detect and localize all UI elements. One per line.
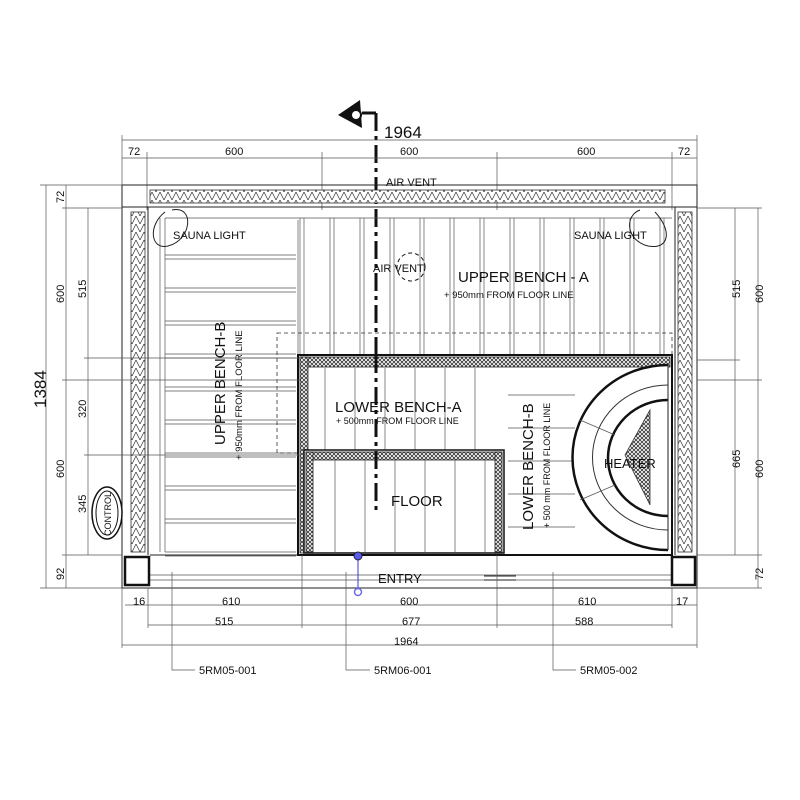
- dim-left-2: 600: [55, 460, 67, 478]
- ref-0: 5RM05-001: [199, 665, 256, 677]
- label-upper-bench-b-height: + 950mm FROM FLOOR LINE: [234, 330, 245, 460]
- ref-2: 5RM05-002: [580, 665, 637, 677]
- label-floor: FLOOR: [391, 493, 443, 510]
- dim-left-0: 72: [55, 191, 67, 203]
- door-handle-icon: [484, 575, 516, 581]
- dim-bottom-r2-0: 515: [215, 616, 233, 628]
- dim-bottom-r2-1: 677: [402, 616, 420, 628]
- dim-right-2: 72: [754, 568, 766, 580]
- dim-top-1: 600: [225, 146, 243, 158]
- dim-top-4: 72: [678, 146, 690, 158]
- dim-bottom-3: 610: [578, 596, 596, 608]
- dim-bottom-4: 17: [676, 596, 688, 608]
- dim-right-1: 600: [754, 460, 766, 478]
- lower-bench-b-slats: [508, 394, 575, 528]
- label-entry: ENTRY: [378, 571, 422, 586]
- label-lower-bench-a-height: + 500mm FROM FLOOR LINE: [336, 416, 459, 426]
- label-upper-bench-a-height: + 950mm FROM FLOOR LINE: [444, 290, 574, 301]
- dim-top-0: 72: [128, 146, 140, 158]
- post-left: [123, 555, 151, 587]
- label-air-vent-ceiling: AIR VENT: [373, 263, 424, 275]
- upper-bench-a-slats: [299, 218, 665, 355]
- post-right: [670, 555, 697, 587]
- label-lower-bench-a: LOWER BENCH-A: [335, 399, 462, 416]
- dim-overall-height: 1384: [31, 370, 50, 408]
- floor-area: FLOOR: [303, 449, 505, 554]
- bottom-dimensions: 16 610 600 610 17 515 677 588 1964: [121, 555, 698, 648]
- dim-top-3: 600: [577, 146, 595, 158]
- dim-top-2: 600: [400, 146, 418, 158]
- dim-right-inner-0: 515: [731, 280, 743, 298]
- left-dimensions: 1384 72 600 600 92 515 320 345: [31, 184, 300, 589]
- dim-left-inner-0: 515: [77, 280, 89, 298]
- label-upper-bench-a: UPPER BENCH - A: [458, 269, 589, 286]
- heater: HEATER: [571, 363, 669, 552]
- right-wall-insulation: [677, 211, 693, 553]
- dim-right-0: 600: [754, 285, 766, 303]
- air-vent-icon: [396, 252, 426, 282]
- selection-handle-bottom[interactable]: [353, 587, 363, 597]
- references: 5RM05-001 5RM06-001 5RM05-002: [171, 572, 637, 677]
- dim-bottom-2: 600: [400, 596, 418, 608]
- dim-bottom-overall: 1964: [394, 636, 418, 648]
- sauna-light-right-icon: [629, 209, 667, 247]
- dim-bottom-0: 16: [133, 596, 145, 608]
- label-upper-bench-b: UPPER BENCH-B: [212, 322, 229, 445]
- label-lower-bench-b-height: + 500 mm FROM FLOOR LINE: [542, 403, 552, 528]
- top-wall-insulation: [149, 189, 666, 204]
- dim-right-inner-1: 665: [731, 450, 743, 468]
- section-overall-dim: 1964: [384, 123, 422, 142]
- label-heater: HEATER: [604, 456, 656, 471]
- label-control: CONTROL: [103, 492, 113, 536]
- dim-bottom-r2-2: 588: [575, 616, 593, 628]
- label-sauna-light-left: SAUNA LIGHT: [173, 230, 246, 242]
- left-wall-insulation: [130, 211, 146, 553]
- sauna-light-left-icon: [152, 209, 189, 247]
- dim-left-1: 600: [55, 285, 67, 303]
- label-lower-bench-b: LOWER BENCH-B: [520, 403, 537, 530]
- right-dimensions: 515 665 600 600 72: [697, 207, 766, 589]
- dim-left-3: 92: [55, 568, 67, 580]
- label-air-vent-top: AIR VENT: [386, 177, 437, 189]
- label-sauna-light-right: SAUNA LIGHT: [574, 230, 647, 242]
- control-panel: CONTROL: [91, 486, 123, 540]
- dim-left-inner-1: 320: [77, 400, 89, 418]
- ref-1: 5RM06-001: [374, 665, 431, 677]
- dim-bottom-1: 610: [222, 596, 240, 608]
- dim-left-inner-2: 345: [77, 495, 89, 513]
- selection-handle-top[interactable]: [353, 551, 363, 561]
